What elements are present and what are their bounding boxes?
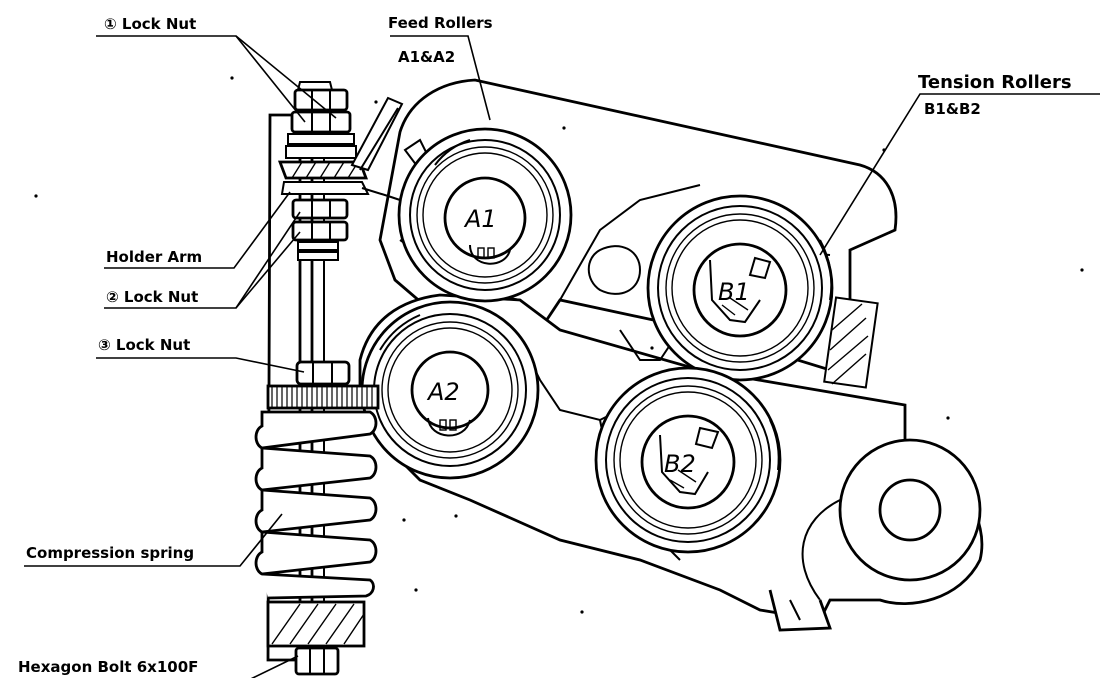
label-hexagon-bolt: Hexagon Bolt 6x100F [18,658,198,676]
label-holder-arm: Holder Arm [106,248,202,266]
label-lock-nut-1: ① Lock Nut [104,15,196,33]
spring-seat [266,384,380,410]
roller-b1-label: B1 [718,278,750,306]
leader-lines [24,35,1100,683]
bottom-block [266,600,366,648]
label-lock-nut-3: ③ Lock Nut [98,336,190,354]
roller-b2-label: B2 [664,450,696,478]
label-tension-rollers: Tension Rollers [918,72,1072,93]
holder-arm-part [277,96,404,201]
label-tension-rollers-sub: B1&B2 [924,100,981,118]
roller-a2: A2 [360,300,540,480]
label-feed-rollers-sub: A1&A2 [398,48,455,66]
lock-nut-2-part [291,198,349,261]
label-lock-nut-2: ② Lock Nut [106,288,198,306]
roller-a2-label: A2 [426,378,460,406]
roller-a1: A1 [397,127,573,303]
roller-b2: B2 [594,366,782,554]
label-compression-spring: Compression spring [26,544,194,562]
lock-nut-3-part [295,360,351,386]
compression-spring-part [254,410,378,600]
labels: ① Lock Nut Feed Rollers A1&A2 Tension Ro… [18,14,1072,676]
label-feed-rollers: Feed Rollers [388,14,493,32]
bolt-assembly [254,81,404,676]
lock-nut-1-part [285,88,357,159]
roller-b1: B1 [646,194,834,382]
roller-a1-label: A1 [463,205,497,233]
hexagon-bolt-head [294,646,340,676]
hatch-right [827,303,869,385]
scan-dots [34,76,1084,614]
